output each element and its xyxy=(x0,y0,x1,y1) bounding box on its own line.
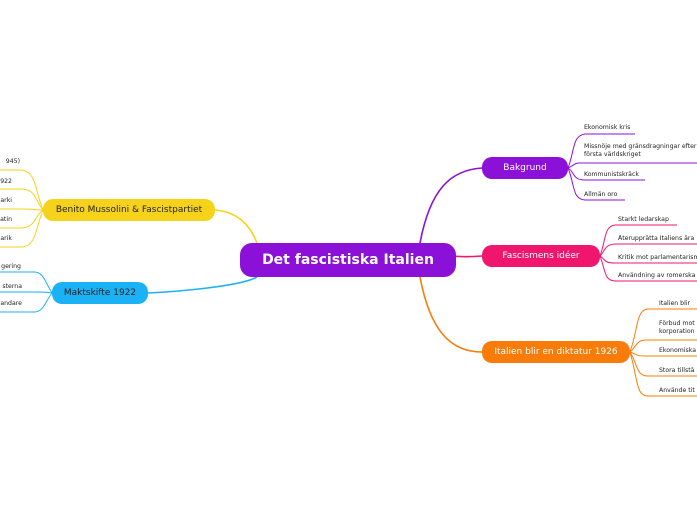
subtopic-mussolini-5[interactable]: arik xyxy=(0,235,12,242)
subtopic-kritik-parlamentarism[interactable]: Kritik mot parlamentarismen xyxy=(618,254,697,261)
subtopic-starkt-ledarskap[interactable]: Starkt ledarskap xyxy=(618,216,669,223)
subtopic-romerska-symboler[interactable]: Användning av romerska symboler xyxy=(618,272,697,279)
subtopic-italien-blir[interactable]: Italien blir xyxy=(659,300,691,307)
subtopic-forbud[interactable]: Förbud mot xyxy=(659,320,695,327)
central-topic[interactable]: Det fascistiska Italien xyxy=(240,243,456,277)
topic-maktskifte[interactable]: Maktskifte 1922 xyxy=(52,282,148,304)
topic-bakgrund[interactable]: Bakgrund xyxy=(482,157,568,179)
subtopic-maktskifte-1[interactable]: gering xyxy=(1,263,21,270)
subtopic-ateruppratta[interactable]: Återupprätta Italiens ära xyxy=(618,235,695,242)
subtopic-maktskifte-3[interactable]: andare xyxy=(0,300,22,307)
subtopic-ekonomisk-kris[interactable]: Ekonomisk kris xyxy=(584,124,631,131)
topic-fascismens-ideer[interactable]: Fascismens idéer xyxy=(482,245,600,267)
subtopic-mussolini-3[interactable]: arki xyxy=(0,197,12,204)
subtopic-mussolini-4[interactable]: atin xyxy=(0,216,12,223)
subtopic-kommunistskrack[interactable]: Kommunistskräck xyxy=(584,171,639,178)
subtopic-stora-tillstand[interactable]: Stora tillstå xyxy=(659,367,695,374)
subtopic-missnoje[interactable]: Missnöje med gränsdragningar efter först… xyxy=(584,143,697,158)
subtopic-ekonomiska[interactable]: Ekonomiska xyxy=(659,347,697,354)
topic-italien-diktatur[interactable]: Italien blir en diktatur 1926 xyxy=(482,341,630,363)
subtopic-allman-oro[interactable]: Allmän oro xyxy=(584,191,618,198)
subtopic-anvande-titel[interactable]: Använde tit xyxy=(659,387,695,394)
subtopic-korporation[interactable]: korporation xyxy=(659,328,695,335)
subtopic-mussolini-1[interactable]: 945) xyxy=(5,158,20,165)
subtopic-mussolini-2[interactable]: 922 xyxy=(0,178,12,185)
subtopic-maktskifte-2[interactable]: sterna xyxy=(2,283,22,290)
topic-benito-mussolini[interactable]: Benito Mussolini & Fascistpartiet xyxy=(43,199,215,221)
